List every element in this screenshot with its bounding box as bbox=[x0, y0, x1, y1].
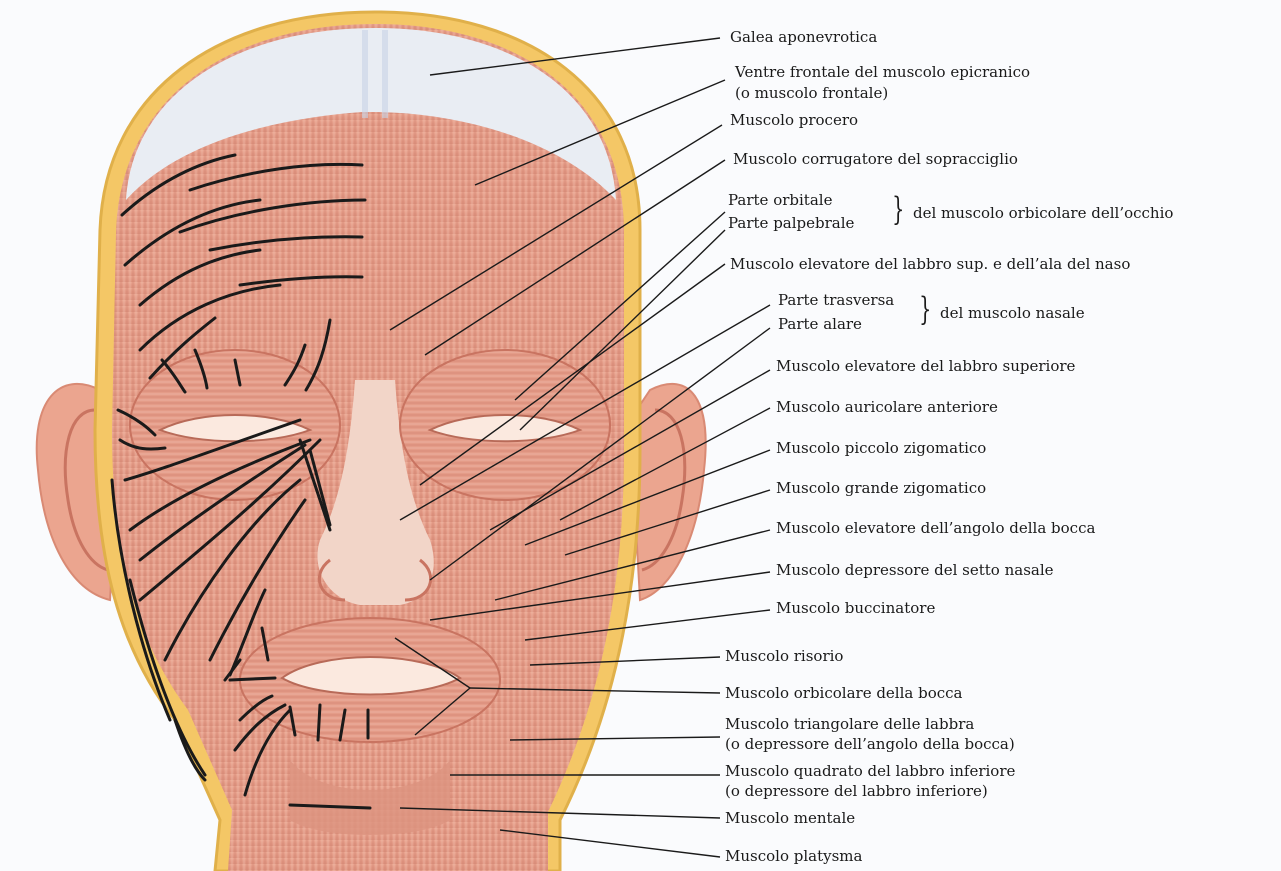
eye-left bbox=[130, 350, 340, 500]
label-corrugatore: Muscolo corrugatore del sopracciglio bbox=[733, 151, 1018, 168]
label-buccinatore: Muscolo buccinatore bbox=[776, 600, 935, 617]
label-parte-palpebrale: Parte palpebrale bbox=[728, 215, 854, 232]
label-muscolo-nasale: del muscolo nasale bbox=[940, 305, 1085, 322]
label-ventre-frontale-note: (o muscolo frontale) bbox=[735, 85, 888, 102]
label-grande-zigomatico: Muscolo grande zigomatico bbox=[776, 480, 986, 497]
label-galea-aponevrotica: Galea aponevrotica bbox=[730, 29, 877, 46]
label-parte-orbitale: Parte orbitale bbox=[728, 192, 832, 209]
label-quadrato: Muscolo quadrato del labbro inferiore bbox=[725, 763, 1015, 780]
label-piccolo-zigomatico: Muscolo piccolo zigomatico bbox=[776, 440, 986, 457]
label-triangolare-note: (o depressore dell’angolo della bocca) bbox=[725, 736, 1015, 753]
label-auricolare-anteriore: Muscolo auricolare anteriore bbox=[776, 399, 998, 416]
label-mentale: Muscolo mentale bbox=[725, 810, 855, 827]
brace-orbicolare-occhio: } bbox=[892, 193, 904, 225]
label-depressore-setto: Muscolo depressore del setto nasale bbox=[776, 562, 1054, 579]
label-parte-trasversa: Parte trasversa bbox=[778, 292, 894, 309]
label-orbicolare-bocca: Muscolo orbicolare della bocca bbox=[725, 685, 963, 702]
label-quadrato-note: (o depressore del labbro inferiore) bbox=[725, 783, 988, 800]
brace-nasale: } bbox=[919, 293, 931, 325]
label-elevatore-angolo: Muscolo elevatore dell’angolo della bocc… bbox=[776, 520, 1095, 537]
label-orbicolare-occhio: del muscolo orbicolare dell’occhio bbox=[913, 205, 1173, 222]
label-triangolare: Muscolo triangolare delle labbra bbox=[725, 716, 974, 733]
label-parte-alare: Parte alare bbox=[778, 316, 862, 333]
label-elevatore-labbro-ala: Muscolo elevatore del labbro sup. e dell… bbox=[730, 256, 1130, 273]
label-procero: Muscolo procero bbox=[730, 112, 858, 129]
label-ventre-frontale: Ventre frontale del muscolo epicranico bbox=[735, 64, 1030, 81]
label-risorio: Muscolo risorio bbox=[725, 648, 843, 665]
label-elevatore-labbro-sup: Muscolo elevatore del labbro superiore bbox=[776, 358, 1075, 375]
label-platysma: Muscolo platysma bbox=[725, 848, 862, 865]
